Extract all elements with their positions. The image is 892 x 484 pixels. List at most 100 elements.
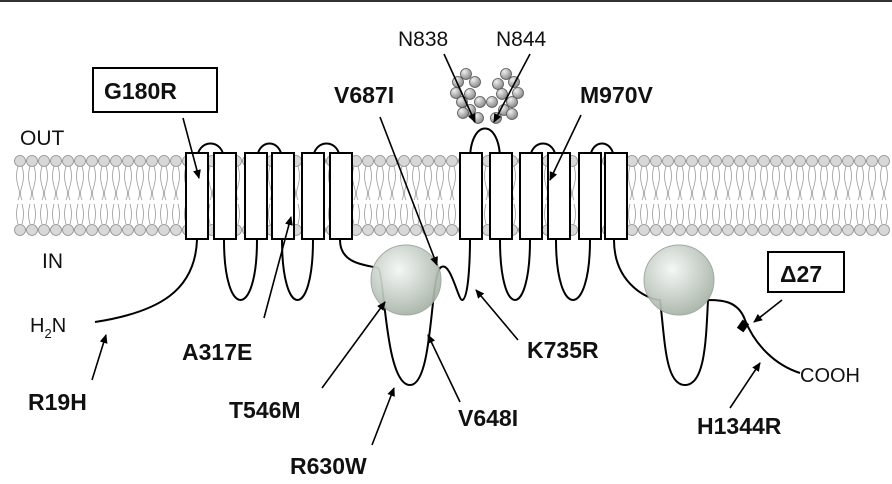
glycosylation-site-n844: N844 bbox=[496, 28, 547, 51]
tm-helix-11 bbox=[578, 152, 602, 240]
sugar-residue bbox=[506, 108, 518, 120]
lipid-head bbox=[422, 155, 434, 167]
lipid-head bbox=[854, 155, 866, 167]
lipid-head bbox=[770, 155, 782, 167]
lipid-head bbox=[362, 224, 374, 236]
tm-helix-8 bbox=[489, 152, 513, 240]
lipid-head bbox=[446, 155, 458, 167]
tm-helix-9 bbox=[519, 152, 543, 240]
tm-helix-3 bbox=[244, 152, 268, 240]
mutation-delta27: Δ27 bbox=[780, 261, 822, 287]
sugar-residue bbox=[460, 68, 472, 80]
lipid-head bbox=[98, 155, 110, 167]
sugar-residue bbox=[464, 88, 476, 100]
lipid-head bbox=[86, 224, 98, 236]
lipid-bilayer bbox=[14, 155, 890, 236]
lipid-head bbox=[806, 155, 818, 167]
lipid-head bbox=[734, 155, 746, 167]
d27-box bbox=[767, 251, 845, 293]
lipid-head bbox=[638, 155, 650, 167]
out-label: OUT bbox=[20, 127, 65, 150]
lipid-head bbox=[122, 224, 134, 236]
lipid-head bbox=[14, 224, 26, 236]
sugar-residue bbox=[474, 96, 486, 108]
in-label: IN bbox=[42, 250, 63, 273]
mutation-k735r: K735R bbox=[527, 337, 599, 363]
lipid-head bbox=[26, 155, 38, 167]
lipid-head bbox=[806, 224, 818, 236]
tm-helix-10 bbox=[547, 152, 571, 240]
mutation-a317e: A317E bbox=[182, 339, 252, 365]
lipid-head bbox=[362, 155, 374, 167]
lipid-head bbox=[74, 155, 86, 167]
lipid-head bbox=[398, 224, 410, 236]
lipid-head bbox=[62, 224, 74, 236]
lipid-head bbox=[686, 224, 698, 236]
lipid-head bbox=[374, 155, 386, 167]
lipid-head bbox=[134, 155, 146, 167]
lipid-head bbox=[434, 224, 446, 236]
lipid-head bbox=[662, 224, 674, 236]
lipid-head bbox=[722, 155, 734, 167]
mutation-r630w: R630W bbox=[290, 453, 367, 479]
lipid-head bbox=[158, 155, 170, 167]
lipid-head bbox=[110, 224, 122, 236]
mutation-t546m: T546M bbox=[229, 397, 301, 423]
tm-helix-2 bbox=[213, 152, 237, 240]
lipid-head bbox=[842, 224, 854, 236]
lipid-head bbox=[674, 155, 686, 167]
sugar-residue bbox=[500, 68, 512, 80]
lipid-head bbox=[830, 155, 842, 167]
lipid-head bbox=[818, 155, 830, 167]
lipid-head bbox=[398, 155, 410, 167]
lipid-head bbox=[746, 155, 758, 167]
tm-helix-4 bbox=[271, 152, 295, 240]
tm-helix-6 bbox=[329, 152, 353, 240]
n-terminus-label: H2N bbox=[30, 315, 66, 341]
lipid-head bbox=[770, 224, 782, 236]
lipid-head bbox=[686, 155, 698, 167]
g180r-box bbox=[92, 67, 218, 113]
c-terminus-label: COOH bbox=[800, 365, 860, 387]
nbd2-sphere bbox=[643, 244, 715, 316]
lipid-head bbox=[170, 224, 182, 236]
sugar-residue bbox=[506, 96, 518, 108]
lipid-head bbox=[878, 224, 890, 236]
lipid-head bbox=[878, 155, 890, 167]
lipid-head bbox=[74, 224, 86, 236]
mutation-m970v: M970V bbox=[580, 82, 654, 108]
lipid-head bbox=[830, 224, 842, 236]
tm-helix-12 bbox=[604, 152, 628, 240]
lipid-head bbox=[866, 155, 878, 167]
lipid-head bbox=[626, 224, 638, 236]
mutation-g180r: G180R bbox=[104, 78, 177, 104]
mutation-r19h: R19H bbox=[28, 389, 87, 415]
lipid-head bbox=[782, 155, 794, 167]
lipid-head bbox=[146, 155, 158, 167]
sugar-residue bbox=[486, 96, 498, 108]
sugar-residue bbox=[496, 88, 508, 100]
lipid-head bbox=[14, 155, 26, 167]
lipid-head bbox=[818, 224, 830, 236]
lipid-head bbox=[650, 155, 662, 167]
mutation-arrows bbox=[91, 53, 783, 446]
mutation-v648i: V648I bbox=[458, 405, 518, 431]
lipid-head bbox=[698, 155, 710, 167]
lipid-head bbox=[782, 224, 794, 236]
nbd1-sphere bbox=[370, 244, 442, 316]
lipid-head bbox=[134, 224, 146, 236]
glycosylation-chains bbox=[450, 68, 524, 124]
lipid-head bbox=[794, 155, 806, 167]
lipid-head bbox=[434, 155, 446, 167]
lipid-head bbox=[710, 155, 722, 167]
tm-helix-1 bbox=[185, 152, 209, 240]
lipid-head bbox=[158, 224, 170, 236]
lipid-head bbox=[638, 224, 650, 236]
lipid-head bbox=[146, 224, 158, 236]
lipid-head bbox=[86, 155, 98, 167]
deletion-marker bbox=[736, 319, 750, 333]
lipid-head bbox=[698, 224, 710, 236]
lipid-head bbox=[38, 155, 50, 167]
lipid-head bbox=[410, 224, 422, 236]
